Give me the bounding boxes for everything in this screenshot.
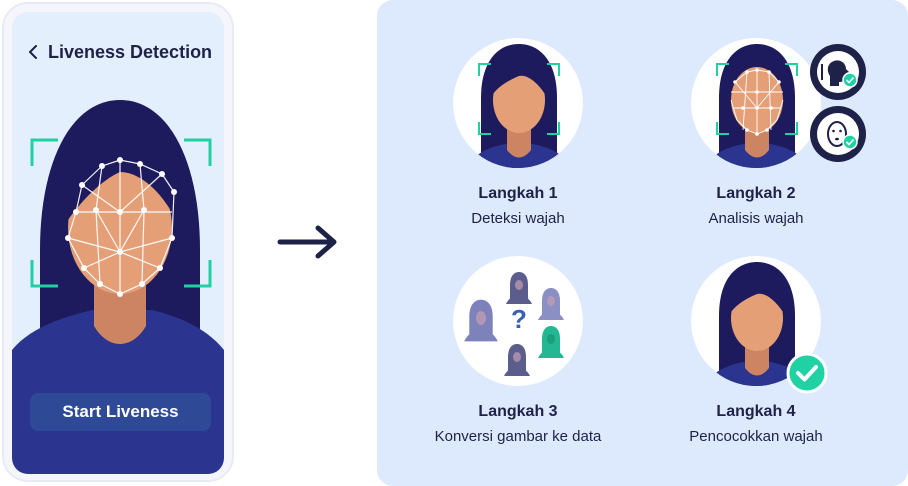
phone-header: Liveness Detection [26,40,212,64]
step-3-title: Langkah 3 [478,403,558,420]
step-4-title: Langkah 4 [716,403,796,420]
step-1-illustration [453,38,583,168]
profile-scan-badge-icon [810,44,866,100]
step-1-description: Deteksi wajah [471,210,565,227]
face-scan-illustration [12,100,224,474]
step-2-description: Analisis wajah [708,210,804,227]
face-scan-badge-icon [810,106,866,162]
arrow-right-icon [277,225,337,259]
step-2-title: Langkah 2 [716,185,796,202]
step-3-description: Konversi gambar ke data [434,428,602,445]
step-1-title: Langkah 1 [478,185,558,202]
check-circle-icon [786,352,828,394]
step-3-illustration: ? [453,256,583,386]
page-title: Liveness Detection [48,41,213,62]
phone-screen: Liveness Detection [12,12,224,474]
phone-mockup: Liveness Detection [0,0,236,486]
question-mark-text: ? [511,304,527,334]
steps-panel: Langkah 1 Deteksi wajah [377,0,908,486]
step-2-illustration [691,38,821,168]
step-4-description: Pencocokkan wajah [689,428,823,445]
start-liveness-button[interactable]: Start Liveness [30,393,211,431]
chevron-left-icon[interactable] [26,45,40,59]
